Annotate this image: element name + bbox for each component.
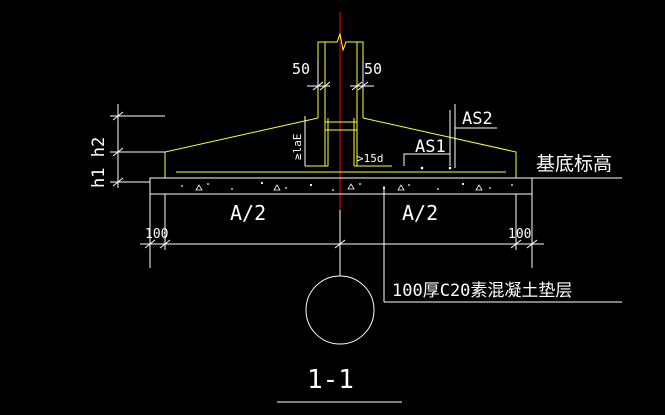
rebar-dot [448, 166, 452, 170]
half-width-right-label: A/2 [402, 201, 438, 225]
dim-right-50: 50 [364, 60, 382, 78]
offset-right-label: 100 [508, 227, 531, 242]
cushion-note-leader [383, 186, 622, 303]
height-label: h1 h2 [89, 137, 109, 188]
offset-left-label: 100 [145, 227, 168, 242]
rebar-dot [420, 166, 424, 170]
anchorage-label: ≥laE [291, 134, 304, 161]
cushion-layer [149, 177, 533, 195]
section-mark-label: 1-1 [307, 365, 354, 395]
column-cover-dims [307, 60, 374, 91]
section-circle [305, 275, 375, 345]
bottom-dim-lines [140, 194, 544, 268]
half-width-left-label: A/2 [230, 201, 266, 225]
dim-left-50: 50 [292, 60, 310, 78]
hook-length-label: >15d [357, 152, 384, 165]
base-elevation-label: 基底标高 [536, 153, 612, 175]
cushion-note-label: 100厚C20素混凝土垫层 [392, 281, 572, 301]
as1-bracket [403, 110, 451, 166]
cushion-hatch [181, 181, 513, 191]
rebar-as1-label: AS1 [415, 137, 446, 157]
height-dims [110, 104, 165, 188]
column-outline [305, 32, 392, 167]
cushion-hatch-triangles [195, 183, 483, 191]
rebar-as2-label: AS2 [462, 109, 493, 129]
